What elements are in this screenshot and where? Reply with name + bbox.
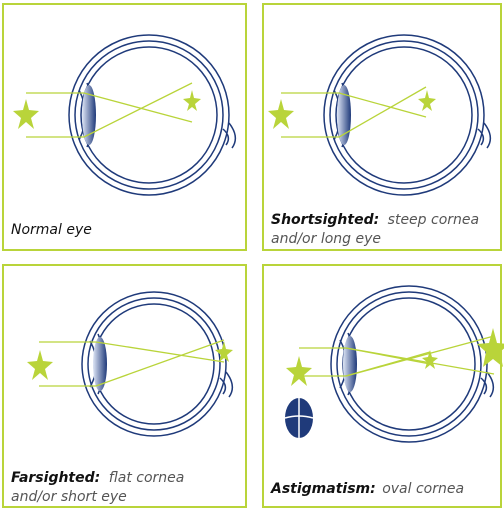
caption-text: Normal eye [11,222,92,238]
caption-text: steep cornea [388,212,479,228]
light-rays [39,340,224,386]
star-icon [286,356,312,386]
caption-bold: Shortsighted: [271,212,379,228]
light-rays [299,336,494,376]
caption-text: flat cornea [109,470,185,486]
panel-shortsighted: Shortsighted: steep cornea and/or long e… [262,3,502,251]
light-rays [281,87,426,137]
star-icon [268,99,294,129]
star-icon [422,350,438,369]
panel-astigmatism: Astigmatism: oval cornea [262,264,502,508]
lens-icon [343,336,357,392]
caption-farsighted: Farsighted: flat cornea and/or short eye [11,469,184,507]
caption-normal-eye: Normal eye [11,221,92,240]
light-rays [26,83,192,137]
caption-shortsighted: Shortsighted: steep cornea and/or long e… [271,211,479,249]
panel-normal-eye: Normal eye [2,3,247,251]
astigmatism-diagram [264,266,504,510]
caption-text-line2: and/or short eye [11,489,127,505]
star-icon [13,99,39,129]
caption-text-line2: and/or long eye [271,231,381,247]
normal-eye-diagram [4,5,249,253]
caption-bold: Farsighted: [11,470,100,486]
panel-farsighted: Farsighted: flat cornea and/or short eye [2,264,247,508]
oval-cornea-icon [285,398,313,438]
caption-astigmatism: Astigmatism: oval cornea [271,480,464,499]
caption-bold: Astigmatism: [271,481,376,497]
caption-text: oval cornea [382,481,464,497]
star-icon [183,90,201,111]
star-icon [418,90,436,111]
star-icon [27,350,53,380]
